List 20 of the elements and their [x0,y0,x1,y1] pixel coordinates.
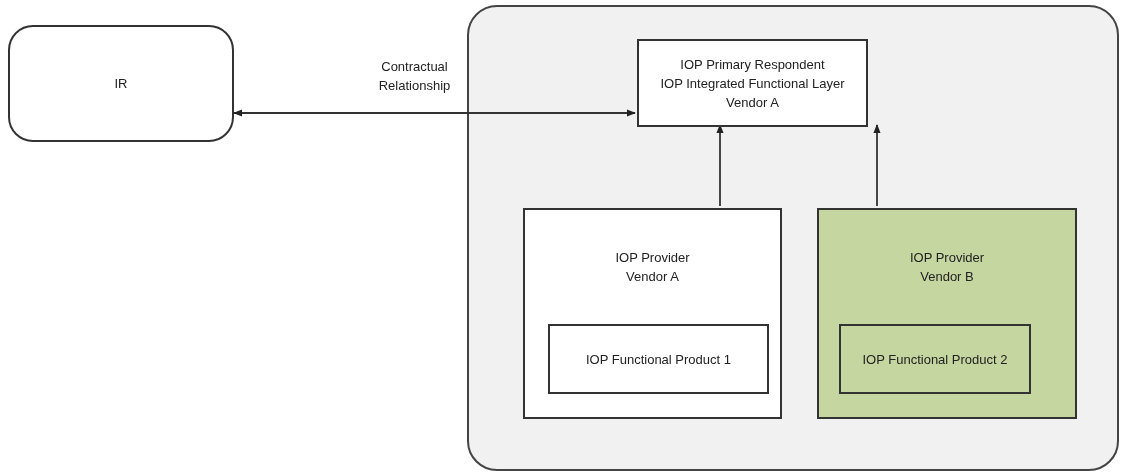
arrow [873,124,881,207]
node-text: IOP Primary Respondent [680,55,825,74]
rounded-box [8,25,234,142]
arrow [716,124,724,207]
arrow [233,109,636,117]
node-text: IOP Functional Product 2 [862,350,1008,369]
node-text: Vendor A [626,268,679,286]
system-container [467,5,1119,471]
product-box [548,324,769,394]
node-text: IOP Integrated Functional Layer [660,74,845,93]
provider-box [817,208,1077,419]
node-text: Vendor A [726,93,779,112]
node-text: IOP Provider [615,249,690,267]
node-text: Vendor B [920,268,974,286]
product-box [839,324,1031,394]
node-text: IR [114,75,128,93]
node-text: IOP Provider [909,249,985,267]
provider-box [523,208,782,419]
process-box [637,39,868,127]
node-text: IOP Functional Product 1 [586,350,731,369]
